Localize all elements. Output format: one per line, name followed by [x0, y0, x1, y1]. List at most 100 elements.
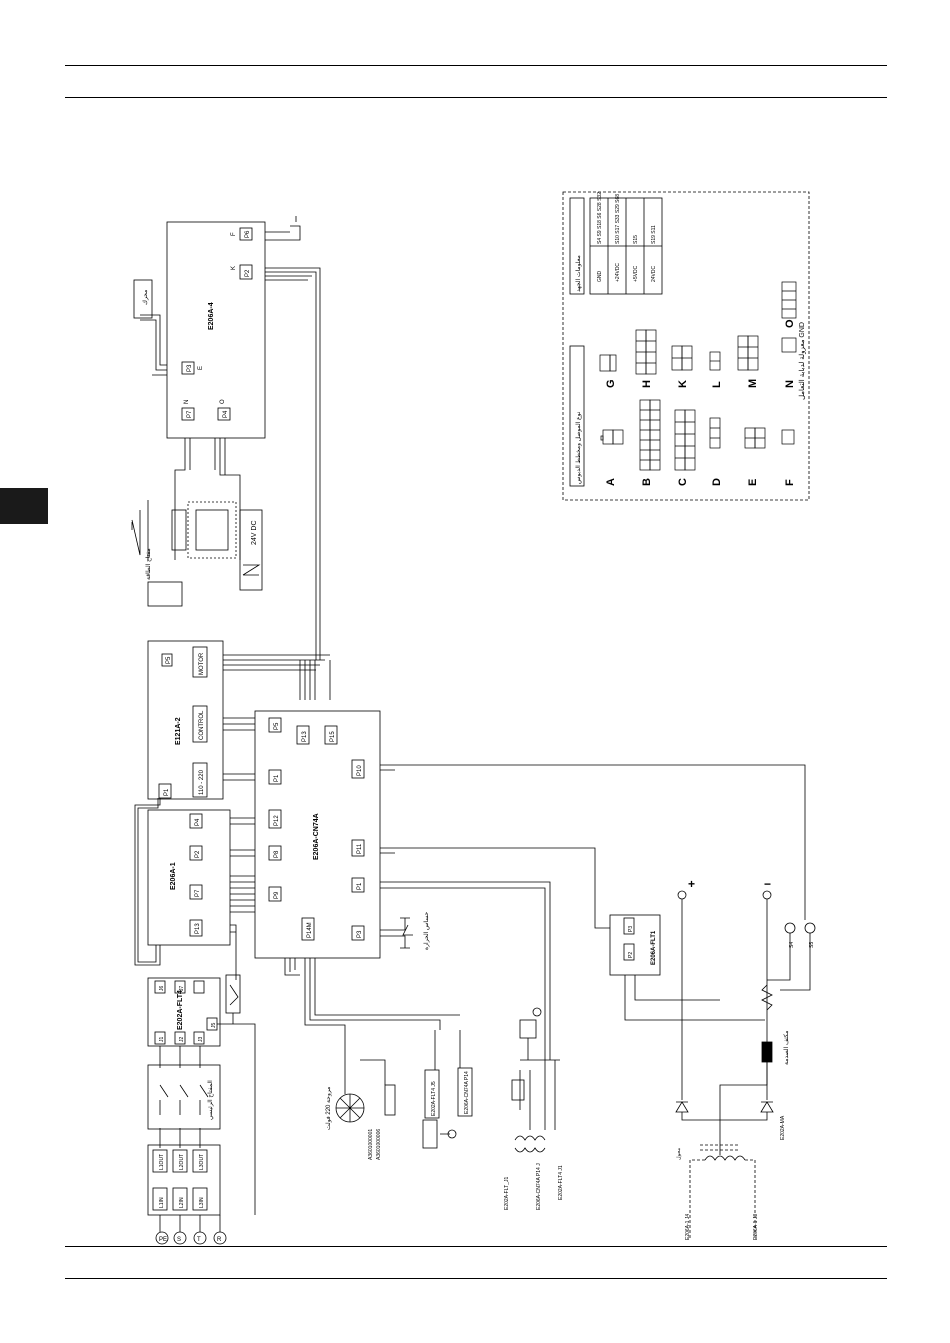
label-bottom-ref-1: E206A-1 J4	[685, 1214, 691, 1240]
sensor-block	[171, 509, 187, 551]
label-r: R	[217, 1237, 222, 1243]
footer-rule-top	[65, 1246, 887, 1247]
label-p1a: P1	[164, 788, 170, 796]
terminal-block	[147, 1144, 221, 1216]
wire-p2-bus	[265, 267, 321, 660]
label-p5a: P5	[166, 656, 172, 664]
label-p1c: P1	[274, 774, 280, 782]
label-p3d: P3	[357, 930, 363, 938]
wire-p1d-trans	[380, 881, 551, 1060]
output-s4-terminal	[784, 922, 796, 934]
relay-block	[422, 1119, 438, 1149]
conn-p9c	[268, 886, 282, 902]
header-rule-top	[65, 65, 887, 66]
wire-dc-bus	[681, 899, 768, 1100]
wire-p13b	[230, 924, 237, 980]
conn-p13c	[296, 725, 310, 745]
wire-p6-switch	[265, 216, 301, 241]
label-p7: P7	[187, 410, 193, 418]
legend-box	[562, 191, 810, 501]
label-p10c: P10	[357, 765, 363, 776]
conn-p10c	[351, 759, 365, 779]
label-bottom-ref-2: E206A-1 J3	[753, 1214, 759, 1240]
trans-coil	[514, 1135, 546, 1153]
resistor-dc	[761, 984, 773, 1011]
solenoid-block	[239, 509, 263, 591]
board-e206a-1	[147, 809, 231, 946]
legend-letter-l: L	[711, 381, 723, 388]
conn-p2b	[189, 845, 203, 861]
wire-110-220	[223, 773, 255, 781]
label-cn74a: E206A-CN74A	[313, 813, 320, 860]
conn-j3	[193, 1031, 205, 1045]
term-l1in	[152, 1187, 168, 1211]
label-110-220: 110 - 220	[199, 769, 205, 795]
letter-k: K	[231, 266, 237, 270]
legend-letter-o: O	[784, 319, 796, 328]
label-p12c: P12	[274, 815, 280, 826]
conn-p3	[181, 361, 195, 375]
legend-letter-m: M	[747, 379, 759, 388]
conn-p4b	[189, 813, 203, 829]
conn-110-220	[192, 762, 208, 798]
conn-p13b	[189, 919, 203, 937]
label-fan: مروحة 220 فولت	[325, 1087, 332, 1130]
conn-p6	[239, 227, 253, 241]
label-l2out: L2OUT	[179, 1154, 185, 1170]
conn-control	[192, 705, 208, 743]
trans-fuse	[511, 1079, 525, 1101]
label-j2: J2	[179, 1037, 185, 1043]
label-pe: PE	[159, 1237, 167, 1243]
board-cn74a	[254, 710, 381, 959]
conn-p5a	[161, 653, 173, 667]
label-p6: P6	[245, 230, 251, 238]
label-p1d: P1	[357, 882, 363, 890]
label-p4b: P4	[195, 818, 201, 826]
voltage-table-grid	[590, 198, 662, 294]
wire-control	[223, 717, 255, 731]
valve-dashed	[187, 501, 237, 559]
label-e121a-2: E121A-2	[175, 717, 182, 745]
small-connector	[147, 581, 183, 607]
conn-p2	[239, 264, 253, 280]
conn-p7b	[189, 884, 203, 900]
dc-plus-terminal	[677, 890, 687, 900]
label-e206a-1: E206A-1	[170, 862, 177, 890]
label-j3: J3	[198, 1037, 204, 1043]
label-motor-conn: MOTOR	[199, 652, 205, 675]
legend-letter-b: B	[641, 478, 653, 486]
letter-n: N	[184, 400, 190, 404]
label-p15c: P15	[330, 731, 336, 742]
legend-connector-title-box	[569, 345, 585, 487]
term-l1out	[152, 1149, 168, 1173]
legend-letter-k: K	[677, 380, 689, 388]
diode-right-icon	[760, 1101, 774, 1113]
conn-p14c	[301, 917, 315, 941]
wire-output-terminals	[767, 933, 811, 991]
output-s5-terminal	[804, 922, 816, 934]
wire-p3-motor	[140, 314, 167, 376]
conn-p1d	[351, 877, 365, 893]
legend-letter-a: A	[605, 478, 617, 486]
capacitor-icon	[761, 1041, 773, 1063]
label-trans-ref-2: E206A-CN74A P14 J	[536, 1163, 542, 1210]
conn-p11c	[351, 839, 365, 857]
label-minus: −	[764, 877, 771, 891]
main-contactor	[147, 1064, 221, 1130]
valve-inner	[195, 509, 229, 551]
conn-j2	[174, 1031, 186, 1045]
board-e121a-2	[147, 640, 224, 800]
label-cn74-ref: E206A-CN74A P14	[464, 1071, 470, 1114]
legend-gnd-note: معزولة لدبابة التعامل GND	[798, 322, 806, 400]
wire-fan	[344, 1059, 386, 1094]
conn-motor	[192, 646, 208, 678]
sensor-symbol	[402, 924, 413, 936]
conn-p1c	[268, 769, 282, 785]
ground-pe-icon	[155, 1231, 169, 1245]
voltage-row-3-codes: S15	[633, 235, 639, 244]
conn-p2f	[623, 943, 635, 961]
letter-o: O	[220, 399, 226, 404]
phase-r-icon	[213, 1231, 227, 1245]
voltage-row-4-codes: S19 S11	[651, 225, 657, 244]
